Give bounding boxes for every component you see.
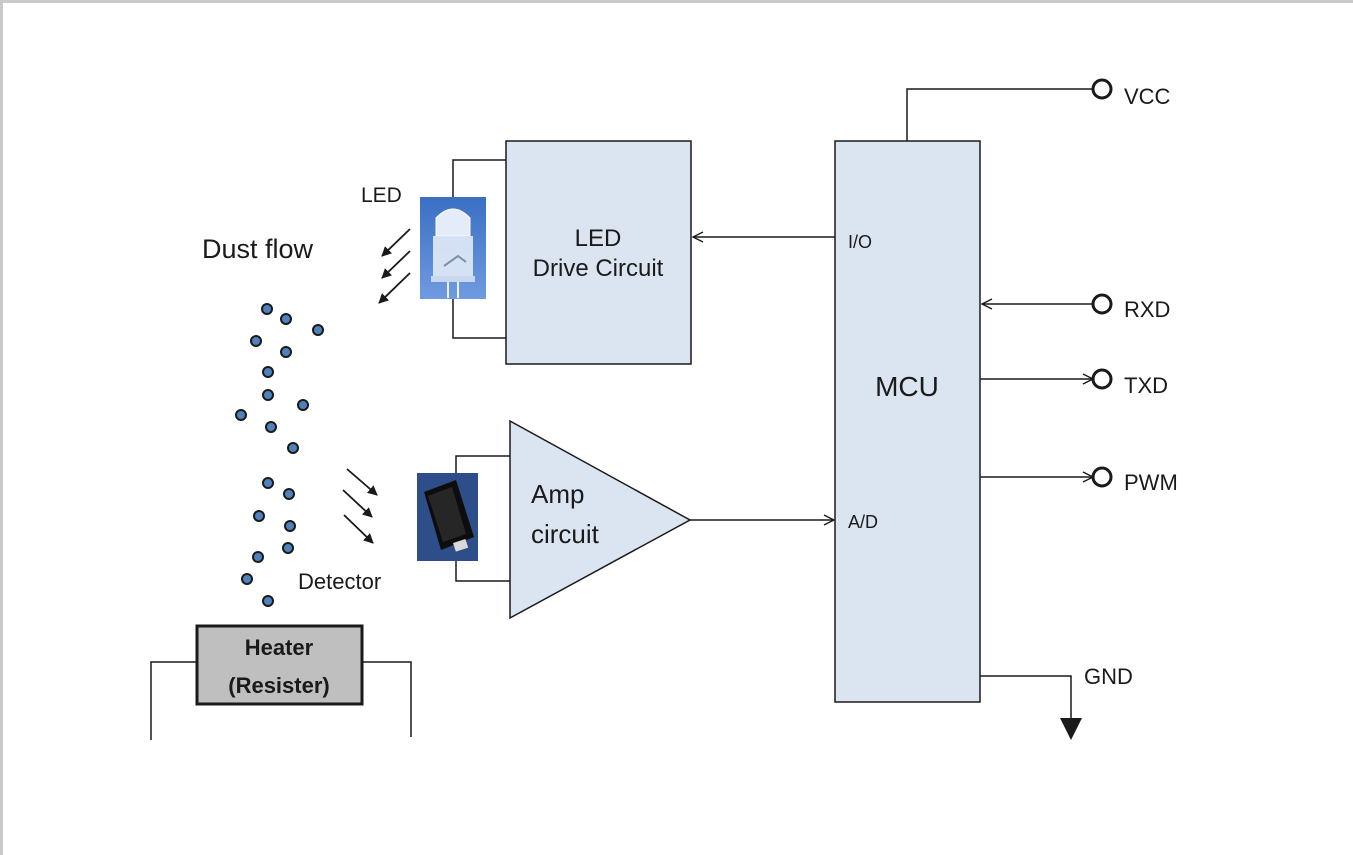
heater-label-line2: (Resister) [228, 673, 329, 698]
dust-flow-label: Dust flow [202, 234, 314, 264]
detector-incoming-arrows-icon [342, 468, 378, 544]
heater-lead-left [150, 661, 197, 740]
dust-particle-icon [252, 551, 264, 563]
amp-label-line2: circuit [531, 519, 600, 549]
ground-arrow-icon [1060, 718, 1082, 740]
dust-particle-icon [282, 542, 294, 554]
dust-particle-icon [280, 313, 292, 325]
heater-label-line1: Heater [245, 635, 314, 660]
heater-lead-right [362, 661, 412, 737]
dust-particle-icon [262, 389, 274, 401]
dust-particle-icon [262, 477, 274, 489]
led-drive-label-line2: Drive Circuit [533, 255, 664, 282]
pwm-terminal-icon [1091, 466, 1113, 488]
dust-particle-icon [241, 573, 253, 585]
led-emission-arrows-icon [378, 228, 411, 304]
led-icon [420, 197, 486, 299]
vcc-wire [906, 88, 1093, 141]
detector-label: Detector [298, 569, 381, 594]
dust-particle-icon [262, 366, 274, 378]
dust-particle-icon [284, 520, 296, 532]
gnd-wire [980, 675, 1072, 718]
io-port-label: I/O [848, 232, 872, 252]
vcc-label: VCC [1124, 84, 1171, 109]
detector-icon [417, 473, 478, 561]
dust-particle-icon [265, 421, 277, 433]
dust-particle-icon [253, 510, 265, 522]
pwm-label: PWM [1124, 470, 1178, 495]
pin-terminals [1091, 78, 1113, 488]
led-drive-circuit-block: LED Drive Circuit [505, 140, 692, 365]
amp-circuit-block: Amp circuit [509, 419, 692, 620]
mcu-label: MCU [875, 371, 939, 402]
dust-particle-icon [283, 488, 295, 500]
amp-label-line1: Amp [531, 479, 584, 509]
vcc-terminal-icon [1091, 78, 1113, 100]
led-label: LED [361, 184, 402, 207]
ad-port-label: A/D [848, 512, 878, 532]
mcu-block: MCU I/O A/D [834, 140, 981, 703]
dust-particle-icon [250, 335, 262, 347]
rxd-terminal-icon [1091, 293, 1113, 315]
led-drive-label-line1: LED [575, 225, 622, 252]
dust-particles [235, 303, 324, 607]
heater-resistor-block: Heater (Resister) [150, 624, 412, 740]
dust-particle-icon [312, 324, 324, 336]
txd-label: TXD [1124, 373, 1168, 398]
gnd-label: GND [1084, 664, 1133, 689]
dust-particle-icon [297, 399, 309, 411]
dust-particle-icon [235, 409, 247, 421]
rxd-label: RXD [1124, 297, 1170, 322]
dust-particle-icon [262, 595, 274, 607]
dust-particle-icon [261, 303, 273, 315]
txd-terminal-icon [1091, 368, 1113, 390]
dust-particle-icon [280, 346, 292, 358]
dust-particle-icon [287, 442, 299, 454]
